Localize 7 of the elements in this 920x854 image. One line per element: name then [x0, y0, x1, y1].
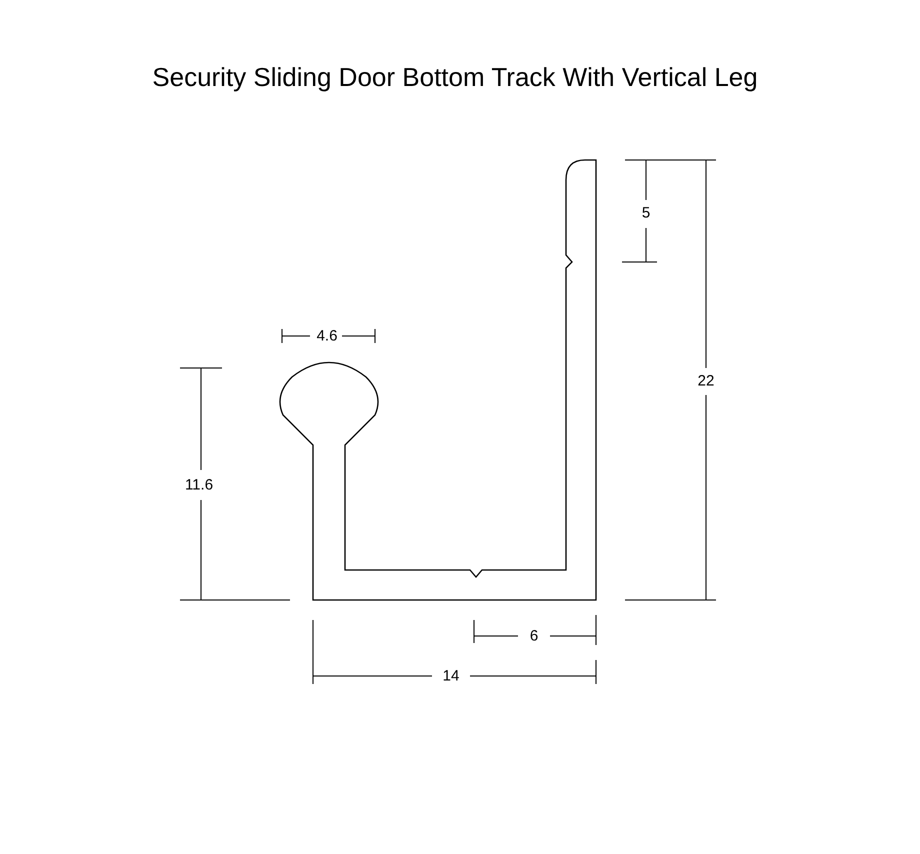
dimension-label: 4.6	[316, 328, 338, 344]
dimension-label: 6	[530, 628, 538, 644]
dimension-label: 11.6	[184, 478, 214, 492]
drawing-title: Security Sliding Door Bottom Track With Vertical Leg	[151, 62, 759, 93]
dimension-label: 22	[698, 374, 714, 388]
dimension-label: 14	[442, 668, 460, 684]
dimension-label: 5	[642, 206, 650, 220]
